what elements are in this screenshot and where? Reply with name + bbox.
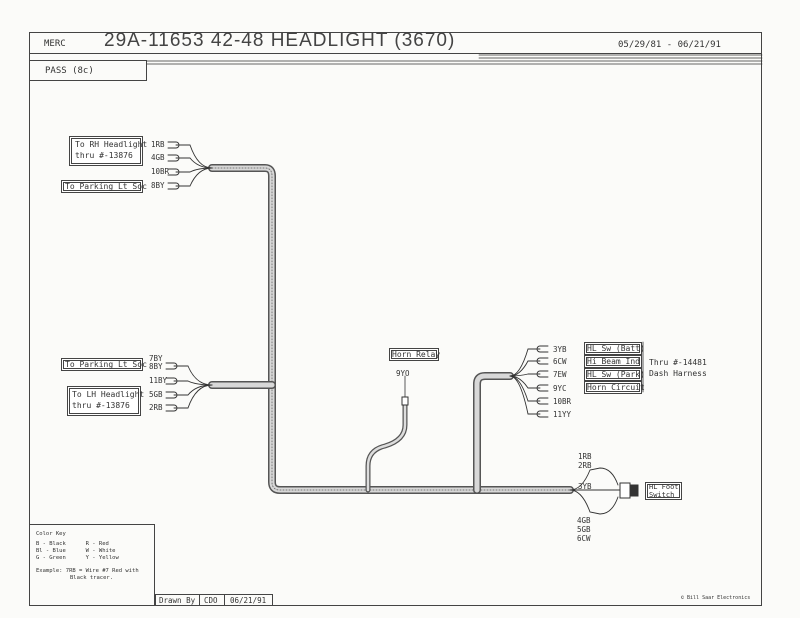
foot-wire-label: 6CW [577,534,591,543]
dash-wire-label: 11YY [553,410,572,419]
dash-label: Horn Circuit [587,383,645,392]
color-key-box [29,524,155,606]
foot-wire-label: 1RB [578,452,592,461]
sub-box [29,60,147,81]
color-key-example: Black tracer. [70,575,114,581]
dash-wire-1 [509,348,541,377]
dash-wire-label: 6CW [553,357,567,366]
dash-wire-label: 9YC [553,384,567,393]
lh-wire-label: 11BY [149,376,168,385]
rh-dest-line1: To RH Headlight [75,140,148,149]
drawn-by-cell [199,594,225,606]
foot-wire-top [569,467,619,491]
dash-pins [536,345,549,418]
lh-dest-box [67,386,141,416]
dash-label-box [584,368,642,381]
dash-label: HL Sw (Batt) [587,344,645,353]
part-title: 29A-11653 42-48 HEADLIGHT (3670) [104,30,456,51]
dash-label-box [584,342,642,355]
color-key-row: B - Black R - Red [36,541,109,547]
lh-wire-label: 7BY [149,354,163,363]
rh-dest-line2: thru #-13876 [75,151,133,160]
lh-pins [165,362,178,412]
lh-parking-label: To Parking Lt Soc [65,360,147,369]
color-key-row: Bl - Blue W - White [36,548,116,554]
drawn-date: 06/21/91 [230,596,267,605]
dash-wire-label: 7EW [553,370,567,379]
horn-relay-label: Horn Relay [392,350,441,359]
dash-label: Hi Beam Ind [587,357,640,366]
foot-switch-line2: Switch [649,491,675,499]
rh-wire-2 [175,157,213,169]
lh-wire-label: 2RB [149,403,163,412]
lh-wire-4 [173,384,213,409]
copyright: © Bill Saar Electronics [681,595,751,601]
rh-parking-box [61,180,143,193]
dash-wire-label: 3YB [553,345,567,354]
lh-wire-label: 8BY [149,362,163,371]
lh-wire-1 [173,365,213,386]
color-key-row: G - Green Y - Yellow [36,555,119,561]
foot-wire-label: 5GB [577,525,591,534]
dash-wire-5 [509,375,541,402]
drawn-by-value: CDO [204,596,218,605]
foot-wire-label: 2RB [578,461,592,470]
drawing-frame [29,32,762,606]
dash-harness-line2: Dash Harness [649,369,707,378]
lh-wire-label: 5GB [149,390,163,399]
rh-parking-label: To Parking Lt Soc [65,182,147,191]
rh-wire-label: 4GB [151,153,165,162]
title-block [29,32,762,54]
make-label: MERC [44,39,66,49]
dash-label: HL Sw (Park) [587,370,645,379]
rh-pins [167,141,180,190]
foot-wire-label: 3YB [578,482,592,491]
foot-wire-bottom [569,489,619,515]
foot-connector [619,482,631,499]
foot-wire-label: 4GB [577,516,591,525]
color-key-example: Example: 7RB = Wire #7 Red with [36,568,139,574]
dash-label-box [584,355,642,368]
lh-wire-3 [173,384,213,396]
horn-relay-wire: 9YO [396,369,410,378]
date-range: 05/29/81 - 06/21/91 [618,40,721,50]
rh-wire-label: 1RB [151,140,165,149]
main-trunk-weave [211,167,571,491]
dash-wire-label: 10BR [553,397,572,406]
horn-lead-inner [366,403,407,492]
rh-wire-label: 8BY [151,181,165,190]
horn-connector [401,396,409,406]
dash-label-box [584,381,642,394]
lh-dest-line2: thru #-13876 [72,401,130,410]
lh-parking-box [61,358,143,371]
horn-relay-box [389,348,439,361]
rh-wire-1 [175,144,213,169]
dash-harness-line1: Thru #-14481 [649,358,707,367]
dash-branch-outer [473,372,514,494]
rh-wire-label: 10BR [151,167,170,176]
rh-dest-box [69,136,143,166]
foot-switch-line1: HL Foot [649,483,679,491]
rh-wire-4 [175,167,213,187]
lh-dest-line1: To LH Headlight [72,390,145,399]
sub-label: PASS (8c) [45,66,94,76]
dash-branch-inner [474,373,513,493]
dash-wire-6 [509,375,541,415]
color-key-title: Color Key [36,531,66,537]
horn-lead-outer [365,402,408,493]
drawn-by-label: Drawn By [159,596,196,605]
foot-plug [630,484,639,497]
foot-switch-box [645,482,682,500]
